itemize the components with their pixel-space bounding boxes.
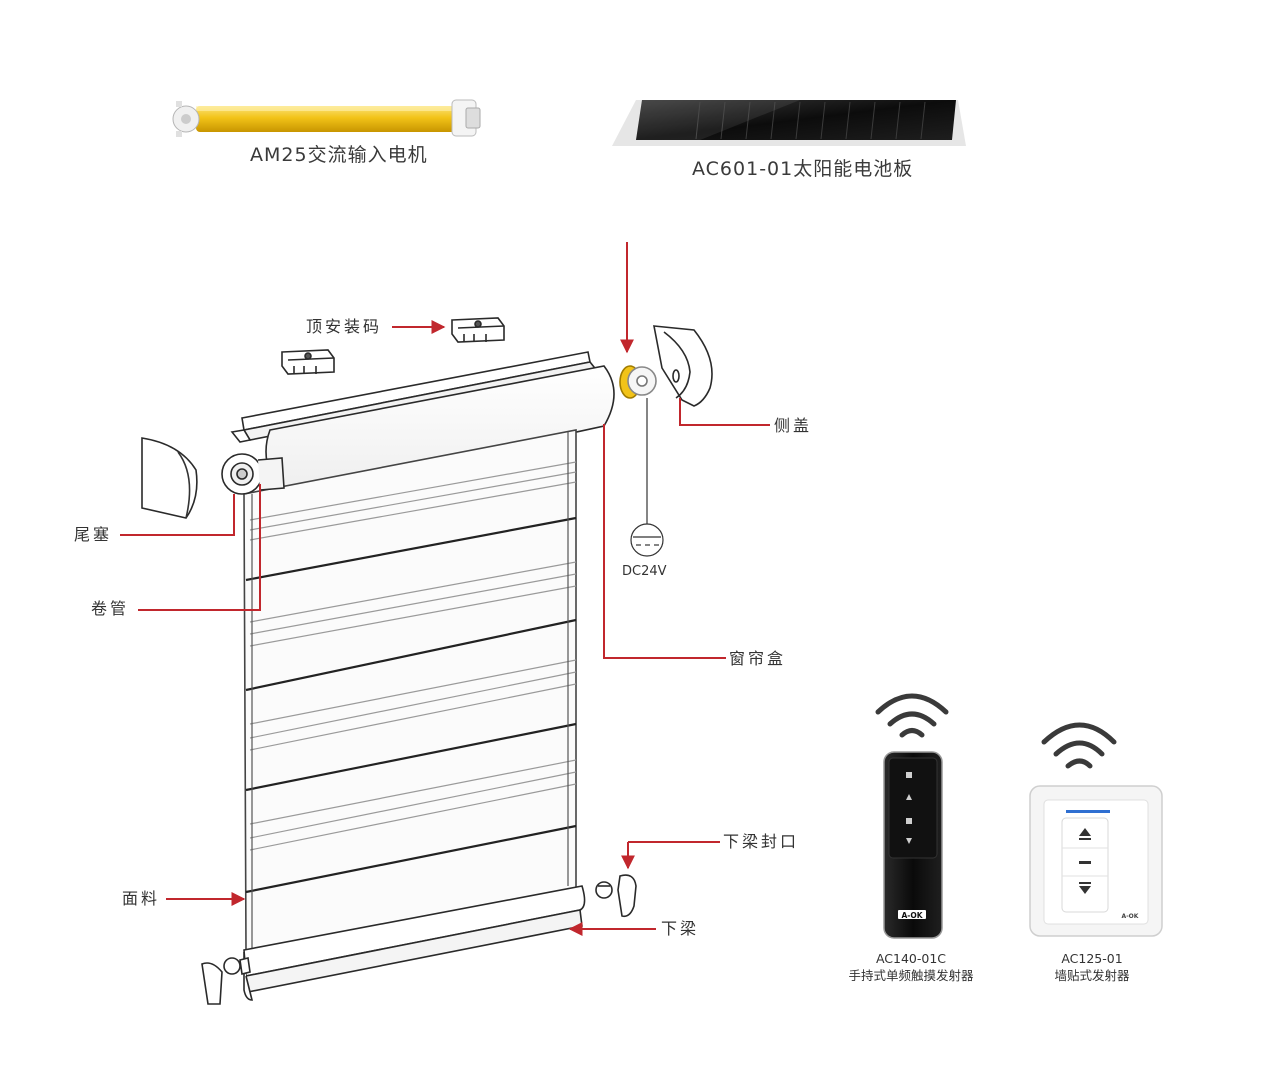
handheld-remote-image: A-OK xyxy=(875,693,949,939)
leader-lines xyxy=(120,242,770,936)
solar-panel-label: AC601-01太阳能电池板 xyxy=(692,158,914,180)
wall-desc-label: 墙贴式发射器 xyxy=(1054,968,1130,983)
motor-label: AM25交流输入电机 xyxy=(250,144,428,166)
cassette-label: 窗帘盒 xyxy=(729,649,787,668)
top-bracket-label: 顶安装码 xyxy=(306,317,383,336)
ac-motor-image xyxy=(172,99,481,137)
signal-waves-icon xyxy=(875,693,949,738)
handheld-brand-logo: A-OK xyxy=(901,911,923,920)
bottom-rail-label: 下梁 xyxy=(661,919,700,938)
roller-tube-label: 卷管 xyxy=(91,599,130,618)
dc24v-label: DC24V xyxy=(622,564,667,579)
wall-brand-logo: A-OK xyxy=(1122,913,1139,920)
handheld-desc-label: 手持式单频触摸发射器 xyxy=(848,968,974,983)
wall-model-label: AC125-01 xyxy=(1061,951,1123,966)
dc-power-symbol xyxy=(630,398,664,557)
end-plug-label: 尾塞 xyxy=(74,525,113,544)
signal-waves-icon xyxy=(1041,722,1117,769)
solar-panel-image xyxy=(612,100,966,146)
handheld-model-label: AC140-01C xyxy=(875,951,947,966)
side-cover-label: 侧盖 xyxy=(774,416,813,435)
wall-switch-image: A-OK xyxy=(1029,722,1163,937)
fabric-label: 面料 xyxy=(122,889,161,908)
bottom-rail-cap-label: 下梁封口 xyxy=(723,832,800,851)
blind-illustration xyxy=(141,317,713,1005)
